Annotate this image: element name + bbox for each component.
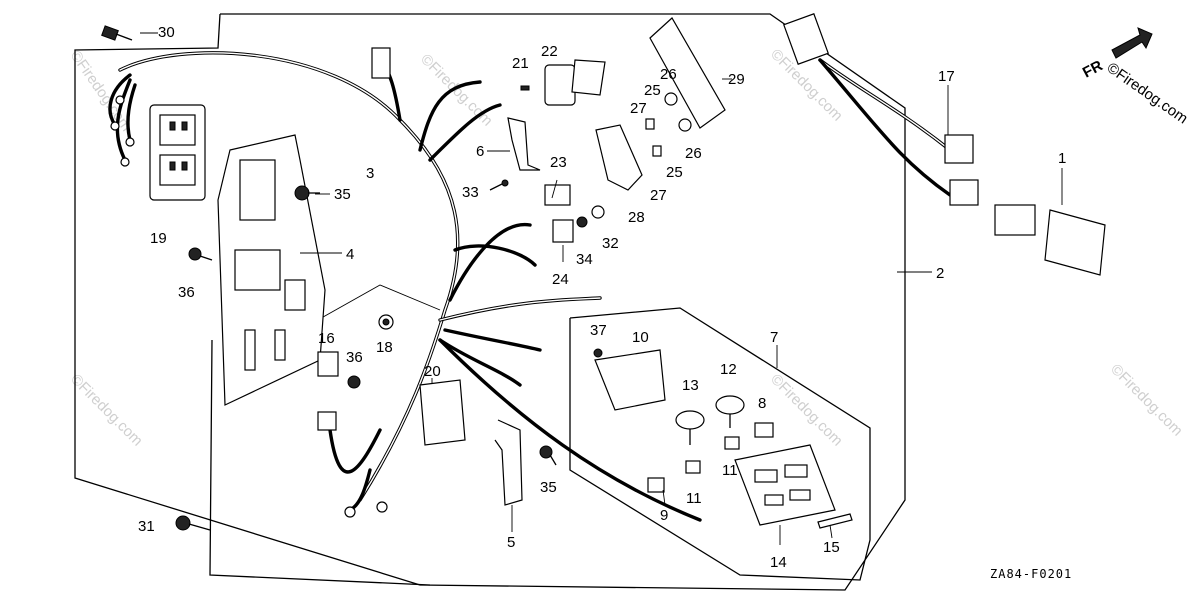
- part-label-11b: 11: [722, 462, 738, 479]
- part-label-32: 32: [602, 235, 619, 252]
- front-arrow-label: FR: [1080, 57, 1106, 81]
- diagram-code: ZA84-F0201: [990, 567, 1072, 581]
- part-label-6: 6: [476, 143, 484, 160]
- leader-lines: [140, 32, 1063, 545]
- hardware: [101, 25, 603, 531]
- part-label-22: 22: [541, 43, 558, 60]
- part-label-16: 16: [318, 330, 335, 347]
- mounting-plate-part-4: [217, 134, 326, 406]
- part-label-18: 18: [376, 339, 393, 356]
- panel-frame: [74, 13, 906, 591]
- part-label-36b: 36: [346, 349, 363, 366]
- part-label-28: 28: [628, 209, 645, 226]
- part-label-11a: 11: [686, 490, 702, 507]
- right-parts: [783, 13, 1153, 276]
- part-label-4: 4: [346, 246, 354, 263]
- part-label-36a: 36: [178, 284, 195, 301]
- part-label-37: 37: [590, 322, 607, 339]
- part-label-21: 21: [512, 55, 529, 72]
- watermark: ©Firedog.com: [767, 371, 846, 450]
- watermark: ©Firedog.com: [1104, 59, 1191, 127]
- watermark: ©Firedog.com: [67, 371, 146, 450]
- switch-parts: [371, 17, 726, 243]
- part-label-29: 29: [728, 71, 745, 88]
- part-label-23: 23: [550, 154, 567, 171]
- lower-parts: [317, 349, 853, 529]
- part-label-25b: 25: [666, 164, 683, 181]
- part-label-26b: 26: [685, 145, 702, 162]
- part-label-1: 1: [1058, 150, 1066, 167]
- part-label-19: 19: [150, 230, 167, 247]
- part-label-2: 2: [936, 265, 944, 282]
- part-label-31: 31: [138, 518, 155, 535]
- part-label-30: 30: [158, 24, 175, 41]
- part-label-35b: 35: [540, 479, 557, 496]
- part-label-13: 13: [682, 377, 699, 394]
- part-label-20: 20: [424, 363, 441, 380]
- part-label-8: 8: [758, 395, 766, 412]
- part-labels: 1 2 3 4 5 6 7 8 9 10 11 11 12 13 14 15 1…: [138, 24, 1066, 571]
- part-label-17: 17: [938, 68, 955, 85]
- part-label-25a: 25: [644, 82, 661, 99]
- outlet-part-19: [149, 104, 206, 201]
- part-label-9: 9: [660, 507, 668, 524]
- part-label-27b: 27: [650, 187, 667, 204]
- part-label-24: 24: [552, 271, 569, 288]
- part-label-7: 7: [770, 329, 778, 346]
- part-label-34: 34: [576, 251, 593, 268]
- part-label-5: 5: [507, 534, 515, 551]
- part-label-12: 12: [720, 361, 737, 378]
- wire-harness: [108, 51, 702, 522]
- watermark: ©Firedog.com: [1107, 361, 1186, 440]
- part-label-3: 3: [366, 165, 374, 182]
- part-label-10: 10: [632, 329, 649, 346]
- part-label-14: 14: [770, 554, 787, 571]
- part-label-35a: 35: [334, 186, 351, 203]
- part-label-33: 33: [462, 184, 479, 201]
- part-label-27a: 27: [630, 100, 647, 117]
- part-label-15: 15: [823, 539, 840, 556]
- part-label-26a: 26: [660, 66, 677, 83]
